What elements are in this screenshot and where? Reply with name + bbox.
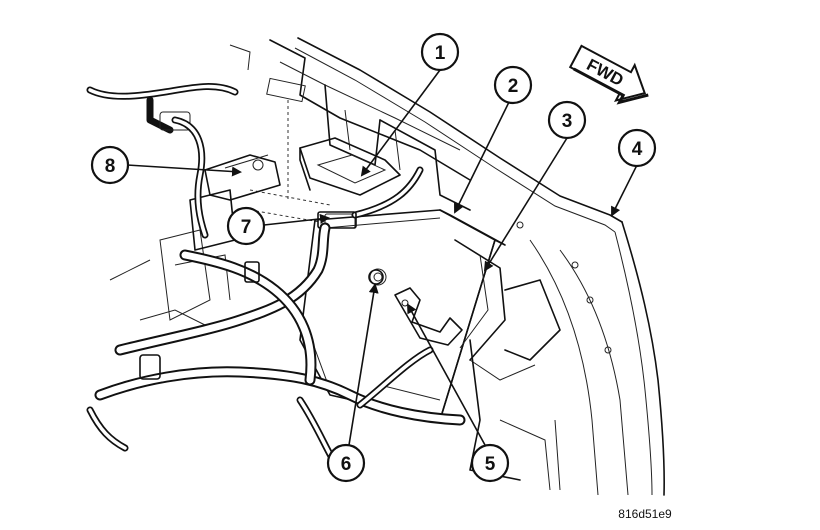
negative-cable — [317, 166, 424, 229]
callout-6: 6 — [326, 443, 366, 483]
callout-2-number: 2 — [508, 76, 519, 97]
figure-code: 816d51e9 — [618, 507, 672, 521]
callout-4: 4 — [617, 128, 657, 168]
callout-7-number: 7 — [241, 217, 252, 238]
callout-2: 2 — [493, 65, 533, 105]
callout-3: 3 — [547, 100, 587, 140]
forward-direction-indicator: FWD — [568, 44, 649, 105]
callout-8-number: 8 — [105, 156, 116, 177]
fender-panel — [294, 37, 665, 496]
callout-4-number: 4 — [632, 139, 643, 160]
callout-1-number: 1 — [435, 43, 446, 64]
line-drawing — [86, 37, 665, 496]
callout-6-number: 6 — [341, 454, 352, 475]
retaining-nut — [368, 269, 384, 285]
callout-7: 7 — [226, 206, 266, 246]
callout-leaders — [126, 69, 638, 446]
upper-harness — [86, 83, 239, 239]
fwd-arrow-icon — [568, 44, 649, 105]
battery-holddown — [299, 137, 401, 196]
positive-cable — [204, 154, 281, 201]
main-harness — [86, 222, 466, 482]
holddown-clamp — [394, 287, 463, 346]
callout-3-number: 3 — [562, 111, 573, 132]
callout-1: 1 — [420, 32, 460, 72]
callout-5: 5 — [470, 443, 510, 483]
battery-tray — [454, 239, 561, 491]
callout-8: 8 — [90, 145, 130, 185]
callout-5-number: 5 — [485, 454, 496, 475]
